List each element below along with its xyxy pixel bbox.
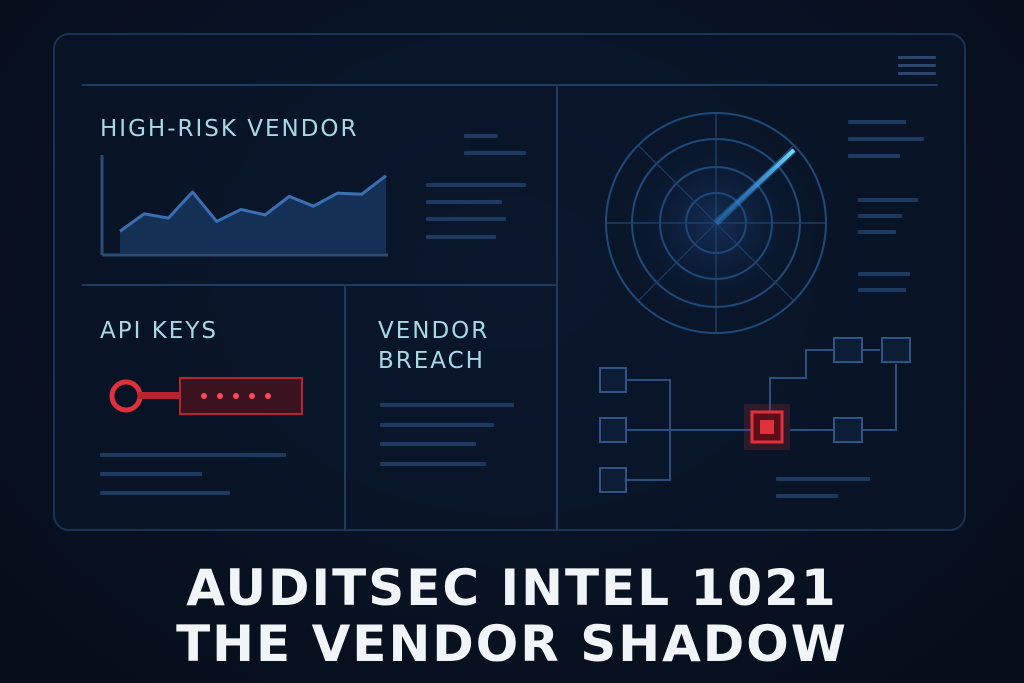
left-mid-divider: [82, 284, 556, 286]
top-divider: [82, 84, 938, 86]
chart-series-line: [119, 174, 387, 233]
caption-line2: THE VENDOR SHADOW: [176, 615, 848, 673]
radar-sweep-line: [714, 148, 796, 225]
radar-icon: [605, 112, 827, 334]
hamburger-menu-icon[interactable]: [898, 56, 938, 76]
high-risk-vendor-title: HIGH-RISK VENDOR: [100, 116, 359, 142]
dashboard-frame: [53, 33, 966, 531]
high-risk-vendor-chart: [100, 155, 388, 257]
vendor-breach-title-line1: VENDOR: [378, 318, 490, 344]
network-diagram-icon: [599, 337, 911, 493]
api-keys-title: API KEYS: [100, 318, 218, 344]
key-icon[interactable]: [100, 372, 310, 422]
center-divider: [556, 86, 558, 531]
caption-line1: AUDITSEC INTEL 1021: [186, 559, 838, 617]
chart-area: [120, 175, 386, 253]
lower-left-divider: [344, 286, 346, 531]
vendor-breach-title-line2: BREACH: [378, 348, 485, 374]
